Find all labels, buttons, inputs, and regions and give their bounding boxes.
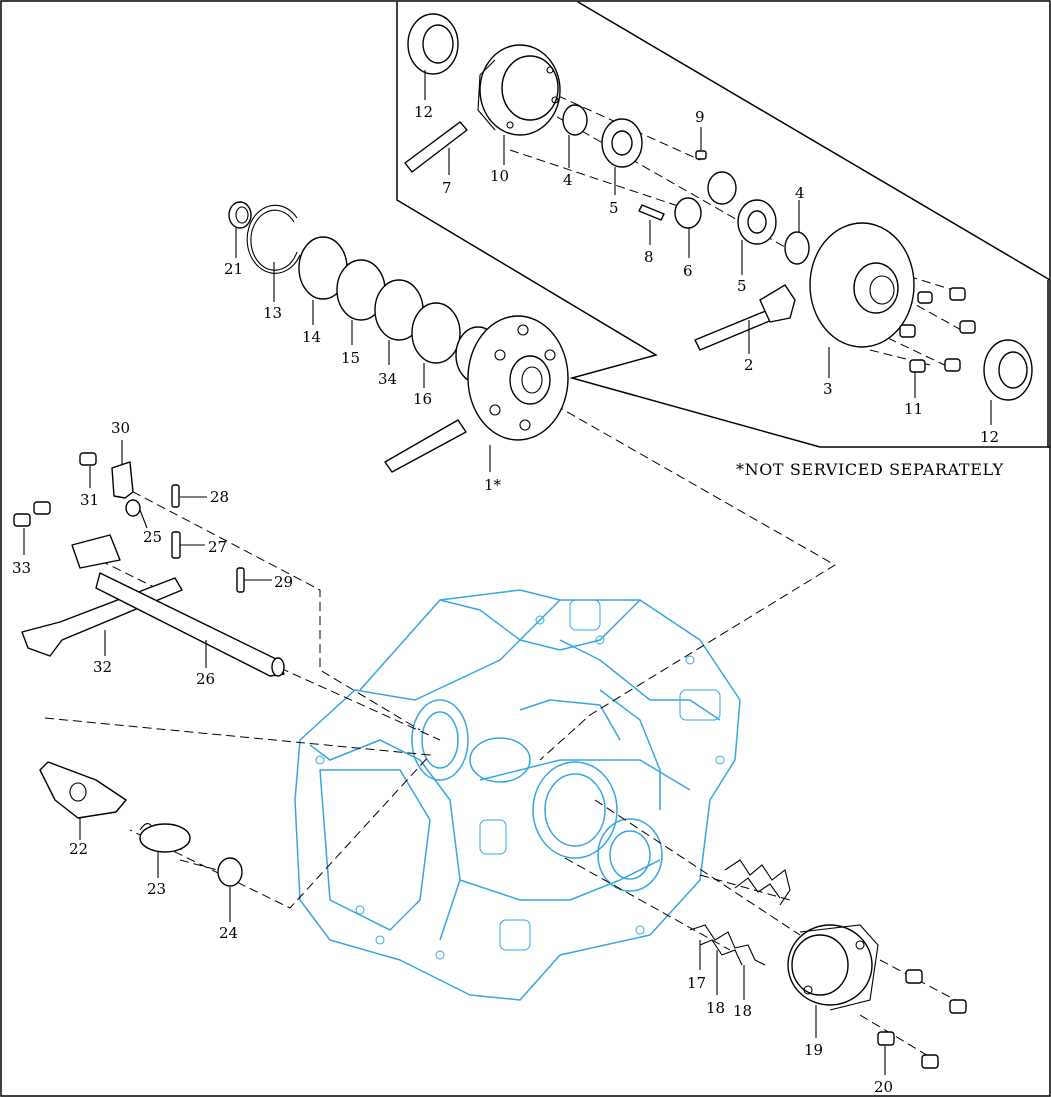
label-3: 3 xyxy=(823,380,833,398)
pinion-gear-6a xyxy=(707,171,737,205)
pin-9 xyxy=(695,150,707,160)
drive-pinion-2 xyxy=(694,284,796,351)
label-22: 22 xyxy=(69,840,88,858)
washer-4-lower xyxy=(784,231,810,265)
washer-25 xyxy=(125,499,141,517)
label-34: 34 xyxy=(378,370,397,388)
differential-case-10 xyxy=(477,44,561,136)
bearing-retainer-19 xyxy=(787,924,879,1011)
bolt-31 xyxy=(79,452,97,466)
label-15: 15 xyxy=(341,349,360,367)
label-5-lower: 5 xyxy=(737,277,747,295)
label-9: 9 xyxy=(695,108,705,126)
label-5-top: 5 xyxy=(609,199,619,217)
label-2: 2 xyxy=(744,356,754,374)
bearing-12-right xyxy=(983,339,1033,401)
shim-16 xyxy=(411,302,461,364)
label-26: 26 xyxy=(196,670,215,688)
label-32: 32 xyxy=(93,658,112,676)
pinion-shaft-8 xyxy=(638,204,665,221)
label-7: 7 xyxy=(442,179,452,197)
washer-24 xyxy=(217,857,243,887)
label-18b: 18 xyxy=(733,1002,752,1020)
label-19: 19 xyxy=(804,1041,823,1059)
label-11: 11 xyxy=(904,400,923,418)
label-33: 33 xyxy=(12,559,31,577)
shift-shaft-26 xyxy=(95,572,285,677)
label-23: 23 xyxy=(147,880,166,898)
transmission-housing xyxy=(294,589,741,1001)
assembly-lines xyxy=(44,89,966,1061)
label-4-lower: 4 xyxy=(795,184,805,202)
pin-28 xyxy=(171,484,180,508)
side-gear-5-top xyxy=(601,118,643,168)
label-12-right: 12 xyxy=(980,428,999,446)
bracket-30 xyxy=(111,461,134,499)
bearing-12-top xyxy=(407,13,459,75)
clips-18 xyxy=(689,859,791,966)
label-24: 24 xyxy=(219,924,238,942)
label-14: 14 xyxy=(302,328,321,346)
label-27: 27 xyxy=(208,538,227,556)
label-12-top: 12 xyxy=(414,103,433,121)
part-labels: 12 10 4 5 9 7 8 6 4 5 2 3 11 12 21 13 14… xyxy=(12,103,1004,1096)
label-25: 25 xyxy=(143,528,162,546)
snap-ring-13 xyxy=(246,204,301,274)
leader-lines xyxy=(23,70,992,1075)
label-10: 10 xyxy=(490,167,509,185)
fork-22 xyxy=(39,761,127,819)
side-gear-5-lower xyxy=(737,199,777,245)
label-28: 28 xyxy=(210,488,229,506)
label-21: 21 xyxy=(224,260,243,278)
label-20: 20 xyxy=(874,1078,893,1096)
label-18a: 18 xyxy=(706,999,725,1017)
detail-inset-frame xyxy=(396,2,1050,448)
pin-27 xyxy=(171,531,181,559)
ring-gear-bolts-11 xyxy=(899,287,976,373)
ring-gear-3 xyxy=(809,222,915,348)
cross-pin-7 xyxy=(404,121,468,173)
differential-assembly-1 xyxy=(384,315,569,473)
pinion-gear-6b xyxy=(674,197,702,229)
not-serviced-note: *NOT SERVICED SEPARATELY xyxy=(736,460,1004,479)
label-17: 17 xyxy=(687,974,706,992)
seal-21 xyxy=(228,201,252,229)
label-1: 1* xyxy=(484,476,502,494)
label-16: 16 xyxy=(413,390,432,408)
detail-inset-frame-edge xyxy=(577,1,1051,281)
shift-lever-32 xyxy=(21,534,183,657)
label-6: 6 xyxy=(683,262,693,280)
label-4-top: 4 xyxy=(563,171,573,189)
washer-4-top xyxy=(562,104,588,136)
spring-23 xyxy=(139,823,191,853)
label-8: 8 xyxy=(644,248,654,266)
pin-29 xyxy=(236,567,245,593)
label-31: 31 xyxy=(80,491,99,509)
label-30: 30 xyxy=(111,419,130,437)
label-29: 29 xyxy=(274,573,293,591)
bolts-33 xyxy=(13,501,51,527)
label-13: 13 xyxy=(263,304,282,322)
bolts-20 xyxy=(877,969,967,1069)
